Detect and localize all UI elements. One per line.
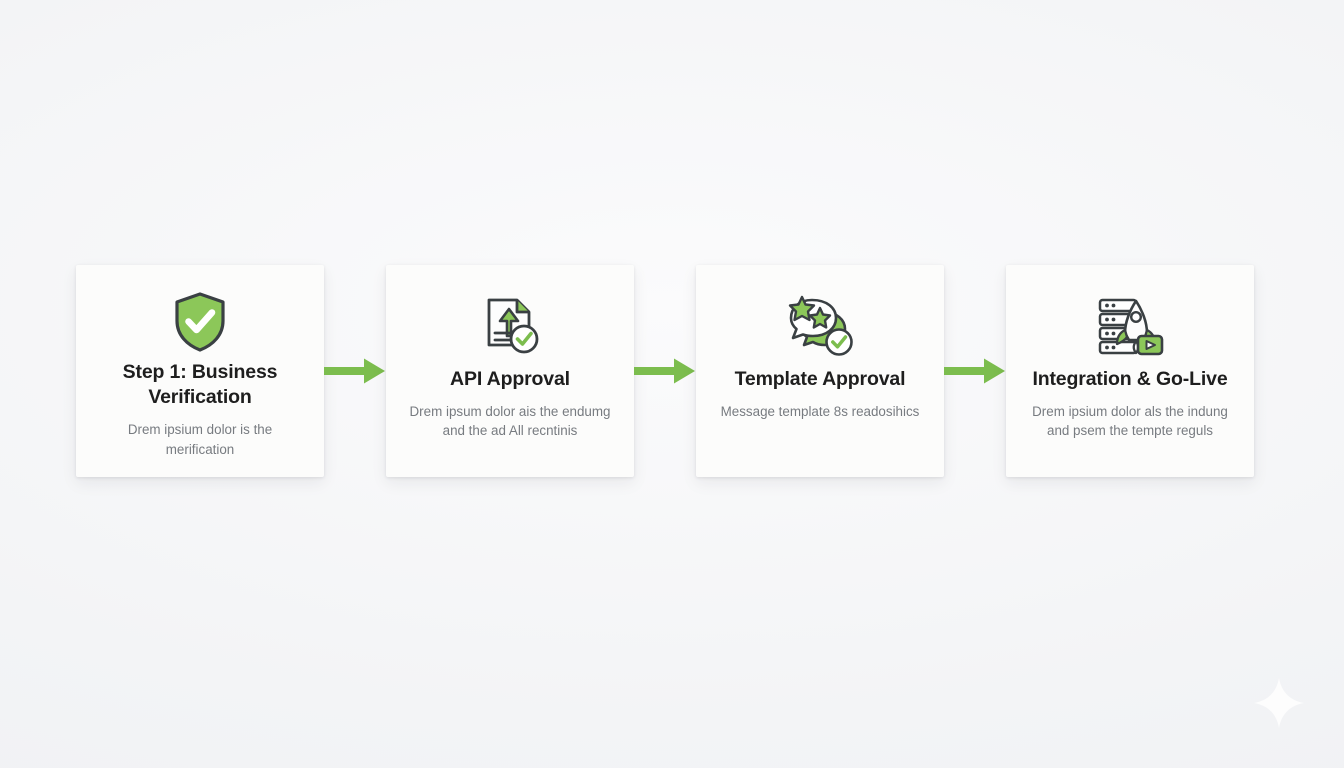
server-rocket-play-icon [1096,289,1164,363]
step-description: Message template 8s readosihics [720,403,920,419]
step-card-business-verification[interactable]: Step 1: Business Verification Drem ipsiu… [76,265,324,477]
flow-connector-2 [634,265,696,477]
step-title: Template Approval [734,368,906,390]
flow-connector-3 [944,265,1006,477]
step-card-template-approval[interactable]: Template Approval Message template 8s re… [696,265,944,477]
step-description: Drem ipsum dolor ais the endumg and the … [409,403,611,439]
arrow-right-icon [324,358,385,384]
step-card-integration-go-live[interactable]: Integration & Go-Live Drem ipsium dolor … [1006,265,1254,477]
step-card-api-approval[interactable]: API Approval Drem ipsum dolor ais the en… [386,265,634,477]
step-description: Drem ipsium dolor is the merification [127,422,273,457]
flow-connector-1 [324,265,386,477]
step-description: Drem ipsium dolor als the indung and pse… [1032,403,1228,439]
step-title: Step 1: Business Verification [122,360,278,409]
step-title: Integration & Go-Live [1032,368,1228,390]
chat-stars-check-icon [787,289,853,363]
arrow-right-icon [944,358,1005,384]
step-title: API Approval [450,368,570,390]
shield-check-icon [172,289,228,356]
document-upload-check-icon [479,289,541,363]
process-flow: Step 1: Business Verification Drem ipsiu… [76,265,1254,477]
arrow-right-icon [634,358,695,384]
sparkle-icon [1254,678,1304,728]
